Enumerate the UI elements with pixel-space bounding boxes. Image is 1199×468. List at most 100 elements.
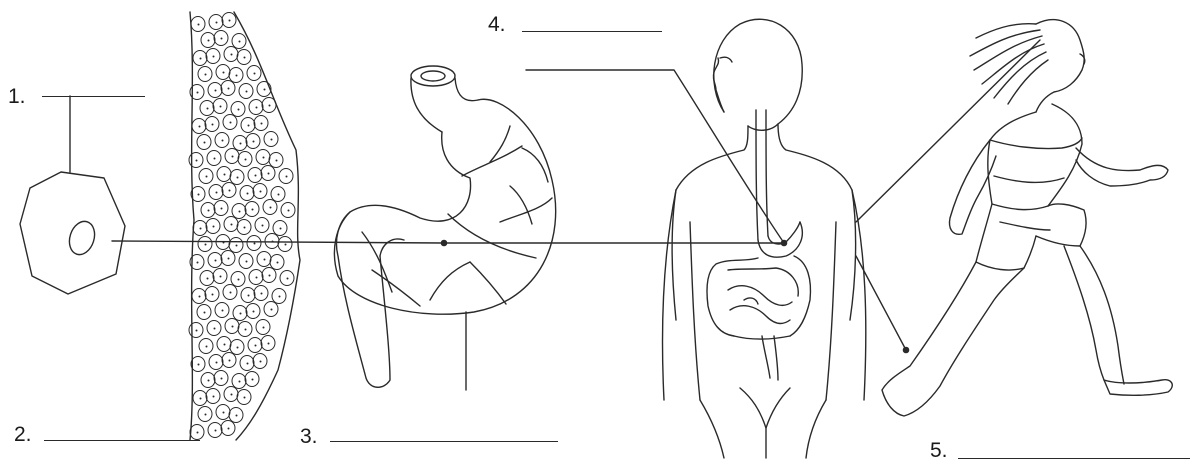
cell-nucleus bbox=[279, 296, 281, 298]
cell-nucleus bbox=[208, 380, 210, 382]
cell-nucleus bbox=[240, 143, 242, 145]
cell-nucleus bbox=[261, 293, 263, 295]
cell-nucleus bbox=[229, 190, 231, 192]
cell-nucleus bbox=[216, 22, 218, 24]
cell-nucleus bbox=[199, 126, 201, 128]
cell-nucleus bbox=[215, 430, 217, 432]
cell-nucleus bbox=[244, 57, 246, 59]
running-girl bbox=[882, 20, 1172, 416]
cell-nucleus bbox=[222, 140, 224, 142]
cell-nucleus bbox=[204, 142, 206, 144]
cell-nucleus bbox=[236, 415, 238, 417]
cell-nucleus bbox=[224, 174, 226, 176]
single-cell bbox=[20, 96, 125, 294]
cell-nucleus bbox=[197, 92, 199, 94]
cell-nucleus bbox=[236, 75, 238, 77]
cell-nucleus bbox=[244, 227, 246, 229]
cell-nucleus bbox=[232, 326, 234, 328]
cell-nucleus bbox=[213, 56, 215, 58]
blank-1[interactable] bbox=[42, 96, 145, 97]
cell-nucleus bbox=[248, 125, 250, 127]
cell-nucleus bbox=[204, 312, 206, 314]
cell-nucleus bbox=[212, 294, 214, 296]
cell-nucleus bbox=[269, 275, 271, 277]
label-3: 3. bbox=[300, 426, 318, 447]
cell-nucleus bbox=[228, 428, 230, 430]
blank-4[interactable] bbox=[522, 31, 662, 32]
cell-nucleus bbox=[263, 157, 265, 159]
cell-nucleus bbox=[252, 379, 254, 381]
cell-nucleus bbox=[246, 261, 248, 263]
label-4: 4. bbox=[488, 14, 506, 35]
cell-nucleus bbox=[220, 106, 222, 108]
cell-nucleus bbox=[197, 432, 199, 434]
cell-nucleus bbox=[213, 226, 215, 228]
cell-nucleus bbox=[262, 225, 264, 227]
cell-nucleus bbox=[254, 73, 256, 75]
cell-nucleus bbox=[229, 20, 231, 22]
cell-nucleus bbox=[278, 194, 280, 196]
cell-nucleus bbox=[221, 378, 223, 380]
cell-nucleus bbox=[238, 109, 240, 111]
cell-nucleus bbox=[268, 173, 270, 175]
cell-nucleus bbox=[263, 327, 265, 329]
cell-nucleus bbox=[208, 210, 210, 212]
cell-nucleus bbox=[280, 228, 282, 230]
cell-nucleus bbox=[253, 311, 255, 313]
cell-nucleus bbox=[287, 278, 289, 280]
label-1: 1. bbox=[8, 86, 26, 107]
cell-nucleus bbox=[268, 343, 270, 345]
cell-nucleus bbox=[214, 328, 216, 330]
cell-nucleus bbox=[285, 244, 287, 246]
cell-nucleus bbox=[228, 88, 230, 90]
cell-nucleus bbox=[231, 224, 233, 226]
cell-nucleus bbox=[256, 107, 258, 109]
cell-nucleus bbox=[220, 276, 222, 278]
cell-nucleus bbox=[206, 176, 208, 178]
cell-nucleus bbox=[246, 91, 248, 93]
cell-nucleus bbox=[247, 363, 249, 365]
cell-nucleus bbox=[198, 364, 200, 366]
cell-nucleus bbox=[205, 244, 207, 246]
blank-5[interactable] bbox=[958, 458, 1190, 459]
cell-tissue bbox=[189, 12, 300, 440]
cell-nucleus bbox=[238, 279, 240, 281]
cell-nucleus bbox=[215, 90, 217, 92]
cell-nucleus bbox=[248, 295, 250, 297]
cell-nucleus bbox=[216, 362, 218, 364]
cell-nucleus bbox=[260, 191, 262, 193]
cell-nucleus bbox=[253, 141, 255, 143]
cell-nucleus bbox=[286, 176, 288, 178]
cell-nucleus bbox=[247, 193, 249, 195]
cell-nucleus bbox=[288, 210, 290, 212]
cell-nucleus bbox=[270, 207, 272, 209]
blank-3[interactable] bbox=[330, 441, 558, 442]
cell-nucleus bbox=[277, 262, 279, 264]
cell-nucleus bbox=[230, 292, 232, 294]
cell-nucleus bbox=[197, 262, 199, 264]
cell-nucleus bbox=[271, 309, 273, 311]
cell-nucleus bbox=[206, 346, 208, 348]
cell-nucleus bbox=[200, 58, 202, 60]
cell-nucleus bbox=[207, 278, 209, 280]
tissue-cells bbox=[189, 13, 295, 440]
cell-nucleus bbox=[221, 38, 223, 40]
cell-nucleus bbox=[222, 310, 224, 312]
cell-nucleus bbox=[223, 412, 225, 414]
cell-nucleus bbox=[254, 243, 256, 245]
cell-nucleus bbox=[231, 394, 233, 396]
cell-nucleus bbox=[216, 192, 218, 194]
cell-nucleus bbox=[260, 361, 262, 363]
cell-nucleus bbox=[199, 296, 201, 298]
cell-nucleus bbox=[256, 277, 258, 279]
cell-nucleus bbox=[212, 124, 214, 126]
cell-nucleus bbox=[252, 209, 254, 211]
cell-nucleus bbox=[229, 360, 231, 362]
cell-nucleus bbox=[208, 40, 210, 42]
cell-nucleus bbox=[239, 381, 241, 383]
cell-nucleus bbox=[239, 41, 241, 43]
blank-2[interactable] bbox=[44, 440, 200, 441]
label-2: 2. bbox=[14, 424, 32, 445]
cell-nucleus bbox=[244, 397, 246, 399]
